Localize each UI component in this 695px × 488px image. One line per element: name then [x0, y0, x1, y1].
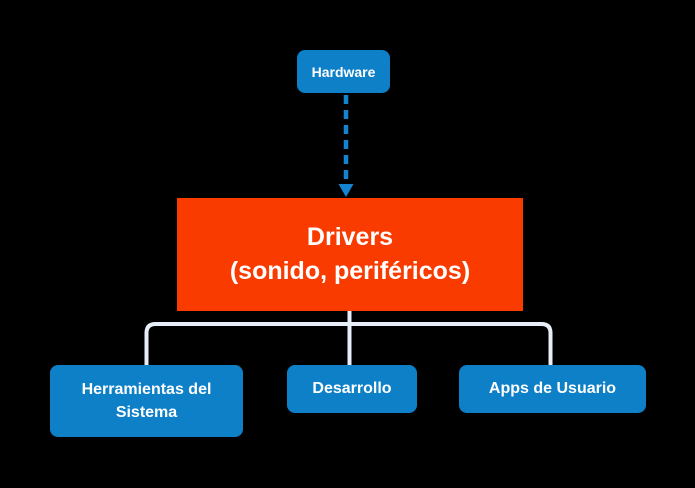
arrowhead-icon [338, 184, 354, 197]
node-herramientas-del-sistema: Herramientas del Sistema [50, 365, 243, 437]
node-herramientas-label: Herramientas del Sistema [81, 380, 212, 421]
node-drivers-label-line1: Drivers [306, 222, 394, 251]
drivers-to-children-connector [144, 310, 553, 366]
node-desarrollo: Desarrollo [287, 365, 417, 413]
node-apps-label: Apps de Usuario [488, 380, 617, 398]
node-drivers: Drivers (sonido, periféricos) [177, 198, 523, 311]
node-drivers-label-line2: (sonido, periféricos) [229, 256, 471, 285]
node-apps-de-usuario: Apps de Usuario [459, 365, 646, 413]
hardware-to-drivers-arrow [338, 95, 354, 197]
node-hardware-label: Hardware [311, 63, 376, 80]
node-desarrollo-label: Desarrollo [312, 380, 392, 398]
node-hardware: Hardware [297, 50, 390, 93]
